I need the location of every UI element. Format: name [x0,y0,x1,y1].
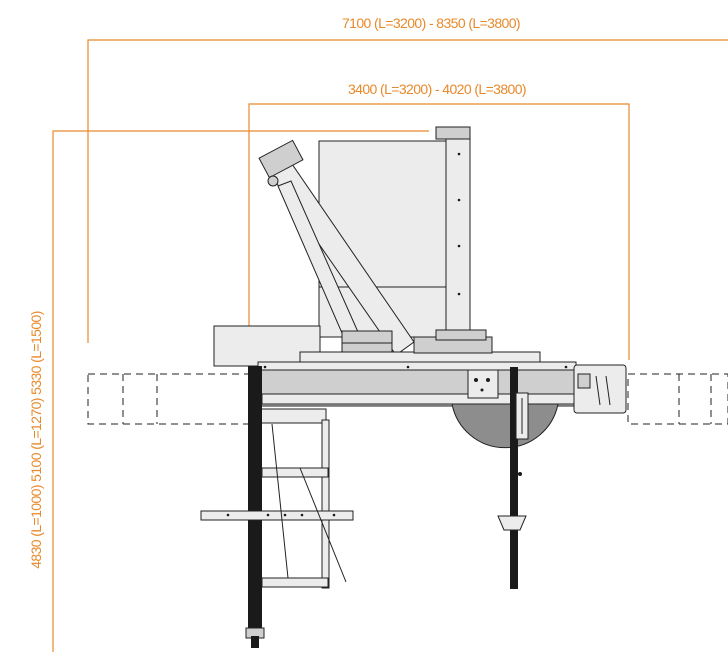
control-knob-2 [486,378,490,382]
control-box [467,369,499,399]
optional-table-extensions [87,373,728,425]
swing-arm [258,139,415,357]
saw-blade [451,403,559,449]
bottom-rail [261,577,329,588]
outer-leg [248,366,262,638]
overall-width-label: 7100 (L=3200) - 8350 (L=3800) [342,15,520,31]
crossbar [200,510,354,521]
right-module-line-1 [595,375,601,406]
table-width-dimension-line [248,103,630,360]
right-module-box [573,364,627,414]
fence-foot [497,515,527,531]
fence-bolt [518,472,522,476]
overall-width-dimension-line [87,39,728,343]
crossbar-bolt-1 [226,513,230,517]
control-knob-3 [480,388,484,392]
table-bolt-1 [263,365,267,369]
overall-depth-label: 4830 (L=1000) 5100 (L=1270) 5330 (L=1500… [28,311,44,569]
diagonal-strut [271,423,289,579]
table-bolt-2 [406,365,410,369]
arm-head [258,139,304,179]
left-extension-outline [87,373,259,425]
right-extension-outline [627,373,728,425]
mid-rail [261,467,329,478]
control-box-body [467,369,499,399]
crossbar-bolt-5 [332,513,336,517]
post-bolt-3 [457,244,461,248]
overall-depth-dimension-line [52,130,429,652]
post-bolt-1 [457,152,461,156]
inner-leg [321,419,330,589]
fence-post [510,367,518,589]
right-module-line-2 [605,375,611,406]
crossbar-bolt-4 [300,513,304,517]
left-support-frame [200,366,354,648]
table-width-label: 3400 (L=3200) - 4020 (L=3800) [348,81,526,97]
rear-post-cap [435,126,471,140]
diagonal-brace [299,467,347,583]
rear-post [445,130,471,339]
control-knob-1 [474,378,478,382]
support-rail-top [257,408,327,424]
rear-guard-assembly [318,126,471,339]
crossbar-bolt-2 [266,513,270,517]
right-fence-stand [497,367,529,589]
post-bolt-4 [457,292,461,296]
arm-pivot [267,175,279,187]
right-side-module [573,364,627,414]
caster-wheel [251,636,259,648]
crossbar-bolt-3 [283,513,287,517]
table-bolt-3 [564,365,568,369]
sliding-carriage [299,329,541,363]
rear-post-foot [435,329,487,341]
right-module-bracket [577,373,591,389]
post-bolt-2 [457,198,461,202]
table-top-edge [257,361,577,371]
dimension-lines [52,39,728,652]
